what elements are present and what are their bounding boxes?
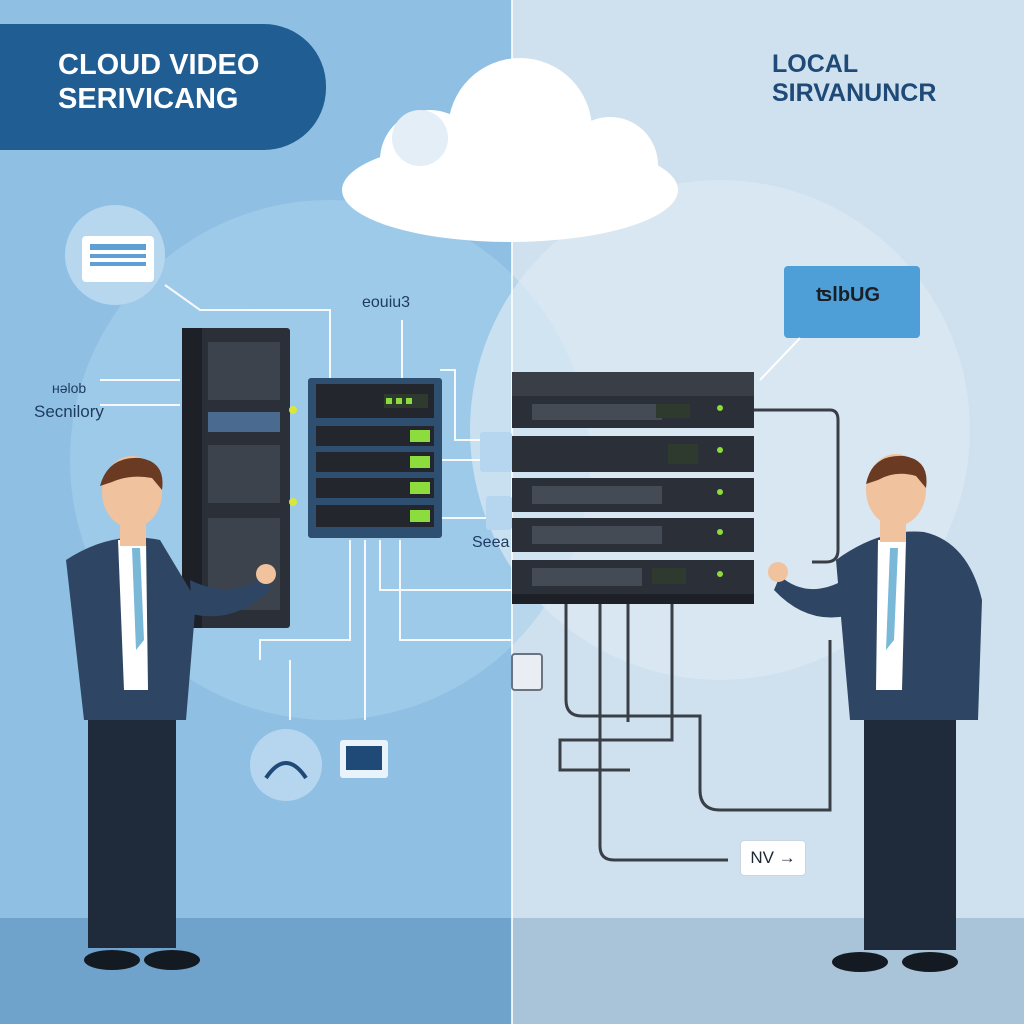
- screen-text: ʦlbUG: [816, 284, 881, 306]
- power-socket: [511, 653, 543, 691]
- gauge-icon: [250, 729, 322, 801]
- monitor-icon: [340, 740, 388, 778]
- rack-label: eouiu3: [362, 294, 411, 311]
- left-title-banner: [0, 24, 326, 150]
- side-label-top: ʜəlob: [52, 380, 87, 396]
- document-icon: [65, 205, 165, 305]
- server-tower: [182, 328, 297, 628]
- cloud-icon: [342, 58, 678, 242]
- screen-panel: [759, 266, 920, 381]
- floor-left: [0, 918, 512, 1024]
- server-stack: [512, 372, 754, 604]
- businessman-right: [768, 454, 982, 972]
- shield-icon: [480, 432, 512, 530]
- arrow-icon: →: [778, 848, 796, 867]
- side-label: Secnilory: [34, 402, 104, 421]
- port-tag-text: NV: [750, 848, 774, 867]
- seea-label: Seea: [472, 534, 510, 551]
- right-title: LOCAL SIRVANUNCR: [772, 50, 937, 107]
- businessman-left: [66, 456, 276, 970]
- switch-rack: [308, 378, 442, 538]
- port-tag: NV →: [740, 840, 806, 876]
- left-network-lines: [100, 284, 512, 720]
- cables: [558, 408, 840, 862]
- left-title: CLOUD VIDEO SERIVICANG: [58, 49, 260, 115]
